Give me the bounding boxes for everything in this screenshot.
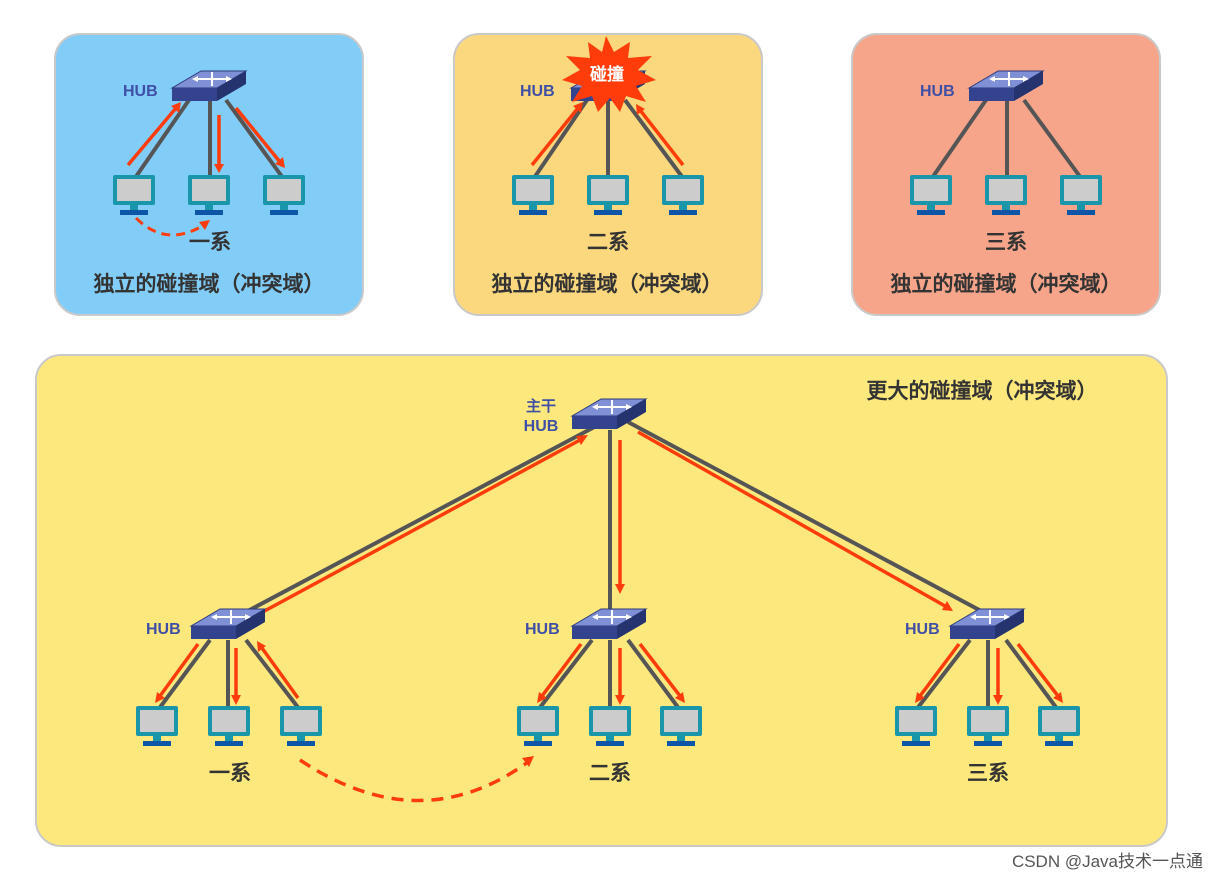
panel-1-pc-icon bbox=[263, 175, 305, 215]
panel-2-pc-icon bbox=[587, 175, 629, 215]
watermark: CSDN @Java技术一点通 bbox=[1011, 852, 1203, 871]
group-1-hub-label: HUB bbox=[146, 621, 181, 638]
collision-label: 碰撞 bbox=[590, 64, 624, 85]
panel-1-cables bbox=[133, 98, 285, 180]
trunk-cables bbox=[243, 420, 984, 615]
group-2-pc-icon bbox=[589, 706, 631, 746]
group-2-cables bbox=[536, 638, 682, 712]
group-1-to-group-2-dashed-arrow bbox=[299, 758, 530, 803]
panel-1-hub-label: HUB bbox=[123, 83, 158, 100]
panel-2-pc-icon bbox=[662, 175, 704, 215]
combined-collision-domain-panel bbox=[35, 354, 1168, 847]
group-3-hub-icon bbox=[949, 608, 1025, 640]
panel-2-cables bbox=[532, 98, 685, 180]
panel-3-pc-icon bbox=[1060, 175, 1102, 215]
panel-1-department-label: 一系 bbox=[189, 230, 231, 254]
group-2-pc-icon bbox=[517, 706, 559, 746]
panel-2-department-label: 二系 bbox=[587, 230, 629, 254]
panel-1-arrows bbox=[126, 102, 285, 173]
panel-2-pc-icon bbox=[512, 175, 554, 215]
group-1-hub-icon bbox=[190, 608, 266, 640]
trunk-arrows bbox=[258, 430, 953, 616]
group-3-pc-icon bbox=[895, 706, 937, 746]
panel-3-department-label: 三系 bbox=[985, 230, 1027, 254]
trunk-hub-label-line1: 主干 bbox=[526, 397, 556, 415]
group-1-pc-icon bbox=[208, 706, 250, 746]
group-1-department-label: 一系 bbox=[209, 761, 251, 785]
panel-1-caption: 独立的碰撞域（冲突域） bbox=[94, 272, 325, 296]
group-1-pc-icon bbox=[136, 706, 178, 746]
group-3-arrows bbox=[915, 642, 1063, 705]
group-3-cables bbox=[914, 638, 1060, 712]
panel-3-hub-icon bbox=[968, 70, 1044, 102]
panel-3-caption: 独立的碰撞域（冲突域） bbox=[891, 272, 1122, 296]
panel-2-hub-label: HUB bbox=[520, 83, 555, 100]
panel-3-cables bbox=[930, 98, 1083, 180]
group-1-pc-icon bbox=[280, 706, 322, 746]
group-1-arrows bbox=[155, 641, 300, 705]
combined-caption: 更大的碰撞域（冲突域） bbox=[867, 379, 1098, 403]
group-3-department-label: 三系 bbox=[967, 761, 1009, 785]
panel-3-pc-icon bbox=[985, 175, 1027, 215]
group-2-hub-icon bbox=[571, 608, 647, 640]
group-1-cables bbox=[156, 638, 302, 712]
panel-3-pc-icon bbox=[910, 175, 952, 215]
panel-1-hub-icon bbox=[171, 70, 247, 102]
group-3-pc-icon bbox=[1038, 706, 1080, 746]
trunk-hub-label-line2: HUB bbox=[524, 418, 559, 435]
panel-3-hub-label: HUB bbox=[920, 83, 955, 100]
panel-1-pc-icon bbox=[113, 175, 155, 215]
group-2-department-label: 二系 bbox=[589, 761, 631, 785]
group-2-hub-label: HUB bbox=[525, 621, 560, 638]
panel-1-pc-icon bbox=[188, 175, 230, 215]
panel-2-caption: 独立的碰撞域（冲突域） bbox=[492, 272, 723, 296]
collision-burst-icon bbox=[562, 36, 656, 112]
group-2-arrows bbox=[537, 642, 685, 705]
panel-1-peer-dashed-arrow bbox=[134, 216, 205, 237]
group-2-pc-icon bbox=[660, 706, 702, 746]
panel-2-arrows bbox=[530, 102, 685, 167]
group-3-hub-label: HUB bbox=[905, 621, 940, 638]
group-3-pc-icon bbox=[967, 706, 1009, 746]
